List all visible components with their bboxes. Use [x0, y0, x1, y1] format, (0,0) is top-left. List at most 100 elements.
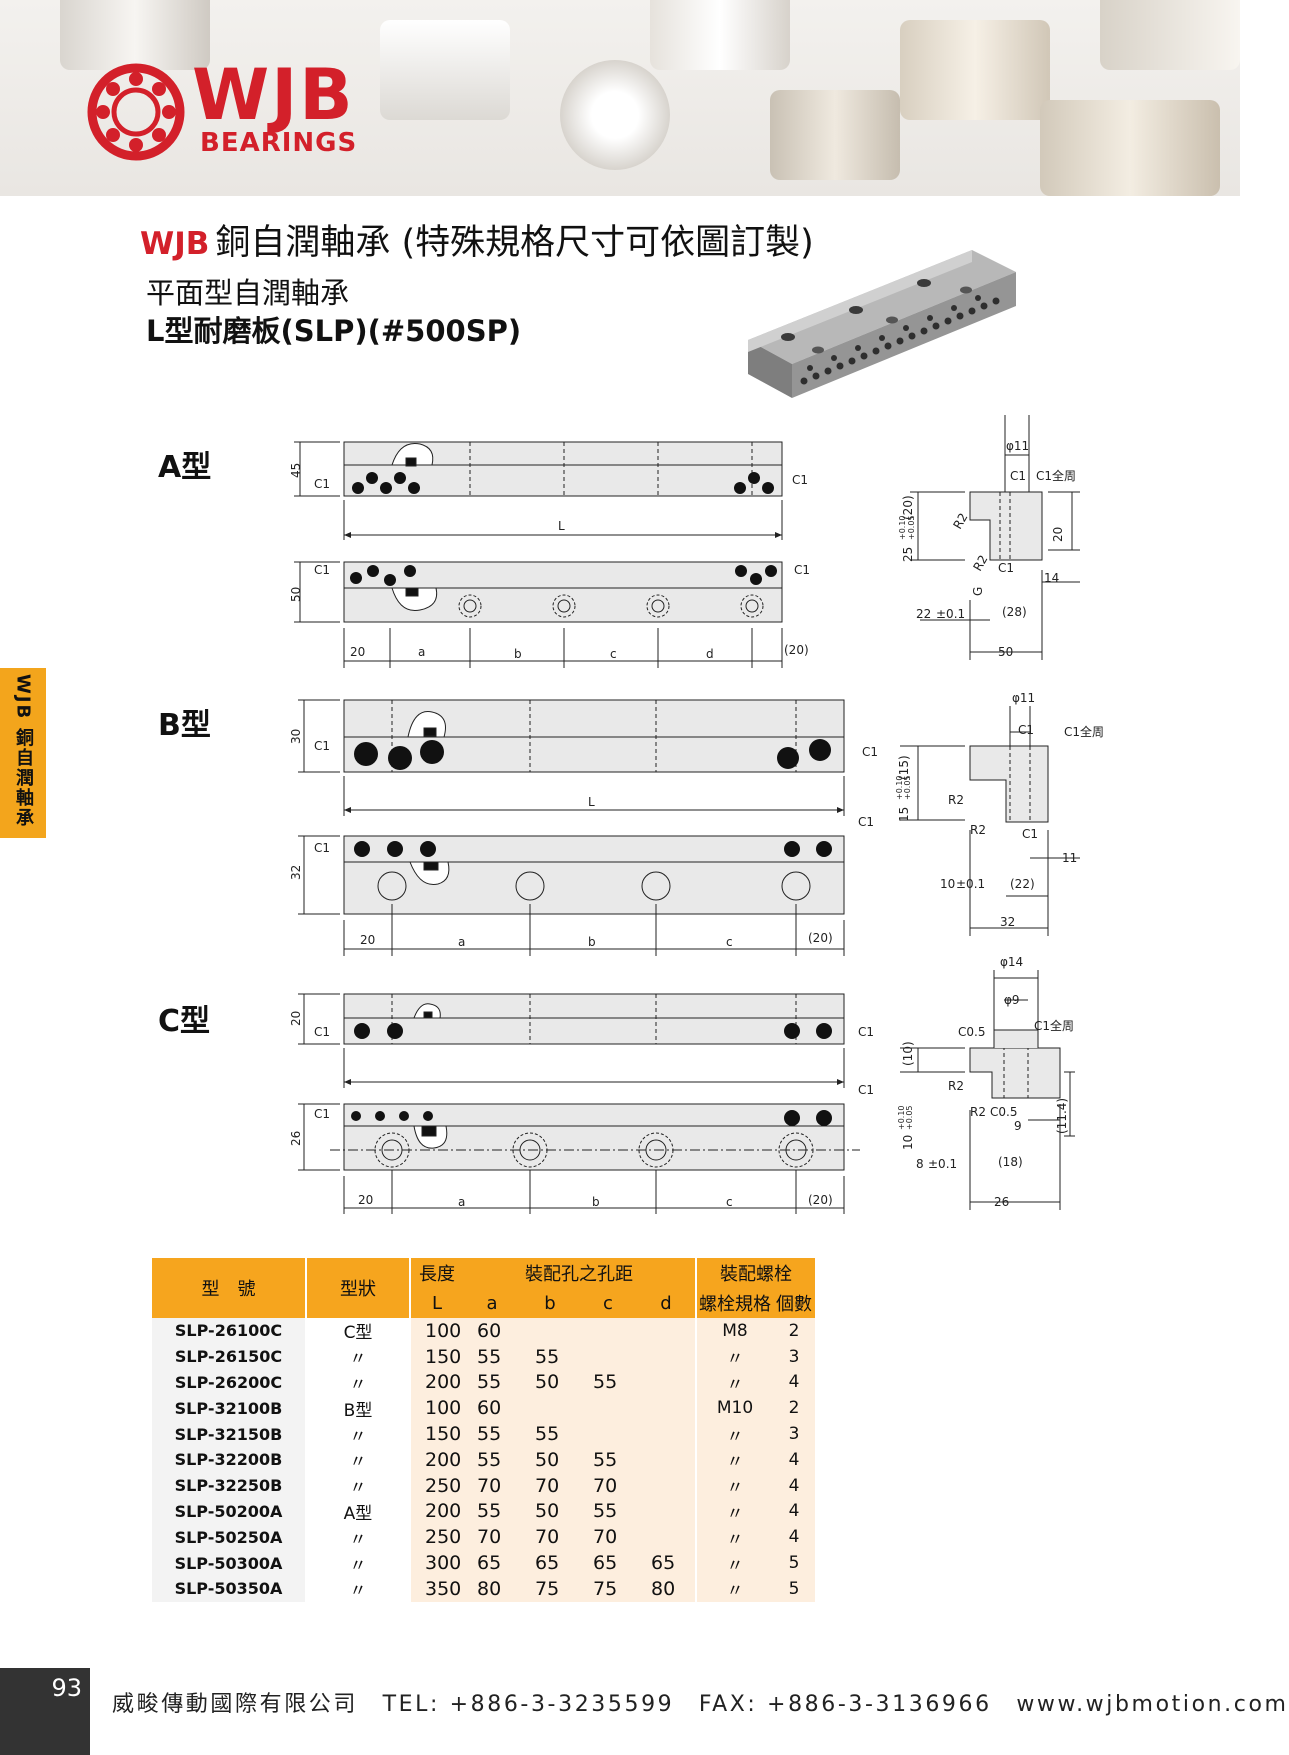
a-dim-20: 20	[350, 645, 365, 659]
pitch-b-cell: 55	[521, 1421, 579, 1447]
pitch-c-cell	[579, 1343, 637, 1370]
header-bolt: 裝配螺栓	[696, 1258, 815, 1288]
length-cell: 100	[410, 1318, 463, 1344]
shape-cell: 〃	[306, 1550, 411, 1576]
a-sec-20: 20	[1051, 527, 1065, 542]
subtitle: 平面型自潤軸承	[146, 276, 350, 310]
shape-cell: 〃	[306, 1575, 411, 1602]
pitch-b-cell: 65	[521, 1550, 579, 1576]
length-cell: 200	[410, 1498, 463, 1525]
pitch-d-cell	[637, 1472, 697, 1499]
b-sec-c1: C1	[1018, 723, 1034, 737]
brand-sub: BEARINGS	[200, 128, 358, 158]
model-cell: SLP-50350A	[152, 1575, 307, 1602]
pitch-d-cell: 65	[637, 1550, 697, 1576]
bolt-qty-cell: 5	[773, 1575, 815, 1602]
c-front-view	[298, 1103, 860, 1214]
pitch-c-cell: 55	[579, 1446, 637, 1473]
length-cell: 200	[410, 1369, 463, 1396]
shape-cell: 〃	[306, 1524, 411, 1551]
a-sec-g: G	[971, 587, 985, 596]
c-dim-c1-front: C1	[314, 1107, 330, 1121]
title-text: 銅自潤軸承 (特殊規格尺寸可依圖訂製)	[215, 223, 814, 263]
b-sec-tol: 15	[897, 807, 911, 822]
pitch-b-cell: 50	[521, 1446, 579, 1473]
b-front-view	[298, 835, 845, 956]
b-sec-toldn: +0.05	[903, 775, 912, 800]
b-sec-c1all: C1全周	[1064, 724, 1104, 739]
c-sec-phi14: φ14	[1000, 955, 1023, 969]
c-dim-r20: (20)	[808, 1193, 833, 1207]
a-dim-h1: 45	[289, 463, 303, 478]
shape-cell: B型	[306, 1395, 411, 1422]
pitch-b-cell: 75	[521, 1575, 579, 1602]
length-cell: 200	[410, 1446, 463, 1473]
pitch-c-cell: 70	[579, 1524, 637, 1551]
c-sec-pm: ±0.1	[928, 1157, 957, 1171]
c-sec-toldn: +0.05	[905, 1105, 914, 1130]
pitch-a-cell: 65	[463, 1550, 521, 1576]
pitch-c-cell: 65	[579, 1550, 637, 1576]
b-sec-22: (22)	[1010, 877, 1035, 891]
a-top-view	[294, 441, 783, 540]
a-sec-tolup: +0.10	[898, 515, 907, 540]
pitch-a-cell: 70	[463, 1524, 521, 1551]
pitch-c-cell	[579, 1395, 637, 1422]
header-banner: WJB BEARINGS	[0, 0, 1240, 196]
bolt-spec-cell: 〃	[696, 1369, 773, 1396]
bearing-photo	[60, 0, 210, 70]
bolt-spec-cell: 〃	[696, 1550, 773, 1576]
c-sec-18: (18)	[998, 1155, 1023, 1169]
c-sec-phi9: φ9	[1004, 993, 1020, 1007]
pitch-d-cell	[637, 1498, 697, 1525]
length-cell: 150	[410, 1343, 463, 1370]
product-name: L型耐磨板(SLP)(#500SP)	[146, 314, 522, 348]
bolt-spec-cell: M10	[696, 1395, 773, 1422]
b-sec-32: 32	[1000, 915, 1015, 929]
b-sec-p15: (15)	[897, 755, 911, 780]
b-dim-h1: 30	[289, 729, 303, 744]
product-photo	[748, 250, 1016, 398]
shape-cell: 〃	[306, 1446, 411, 1473]
side-tab-text: 銅自潤軸承	[13, 728, 34, 829]
length-cell: 350	[410, 1575, 463, 1602]
bolt-qty-cell: 2	[773, 1318, 815, 1344]
b-sec-r2: R2	[948, 793, 964, 807]
b-dim-h2: 32	[289, 865, 303, 880]
bearing-photo	[770, 90, 900, 180]
bolt-qty-cell: 4	[773, 1524, 815, 1551]
pitch-d-cell	[637, 1524, 697, 1551]
pitch-c-cell: 55	[579, 1369, 637, 1396]
b-sec-tolup: +0.10	[895, 775, 904, 800]
header-a: a	[463, 1288, 521, 1318]
length-cell: 250	[410, 1472, 463, 1499]
a-sec-c1b: C1	[998, 561, 1014, 575]
b-dim-c1-front: C1	[314, 841, 330, 855]
header-length: 長度	[410, 1258, 463, 1288]
pitch-a-cell: 60	[463, 1395, 521, 1422]
a-sec-22: 22	[916, 607, 931, 621]
bolt-qty-cell: 5	[773, 1550, 815, 1576]
bolt-qty-cell: 3	[773, 1421, 815, 1447]
pitch-a-cell: 55	[463, 1343, 521, 1370]
a-dim-c: c	[610, 647, 617, 661]
length-cell: 150	[410, 1421, 463, 1447]
c-sec-p10: (10)	[901, 1041, 915, 1066]
pitch-c-cell	[579, 1421, 637, 1447]
length-cell: 250	[410, 1524, 463, 1551]
shape-cell: A型	[306, 1498, 411, 1525]
header-pitch: 裝配孔之孔距	[463, 1258, 697, 1288]
b-sec-r2b: R2	[970, 823, 986, 837]
bolt-spec-cell: 〃	[696, 1343, 773, 1370]
a-dim-d: d	[706, 647, 714, 661]
pitch-c-cell: 70	[579, 1472, 637, 1499]
a-sec-toldn: +0.05	[907, 515, 916, 540]
pitch-a-cell: 60	[463, 1318, 521, 1344]
pitch-b-cell: 50	[521, 1498, 579, 1525]
shape-cell: 〃	[306, 1421, 411, 1447]
